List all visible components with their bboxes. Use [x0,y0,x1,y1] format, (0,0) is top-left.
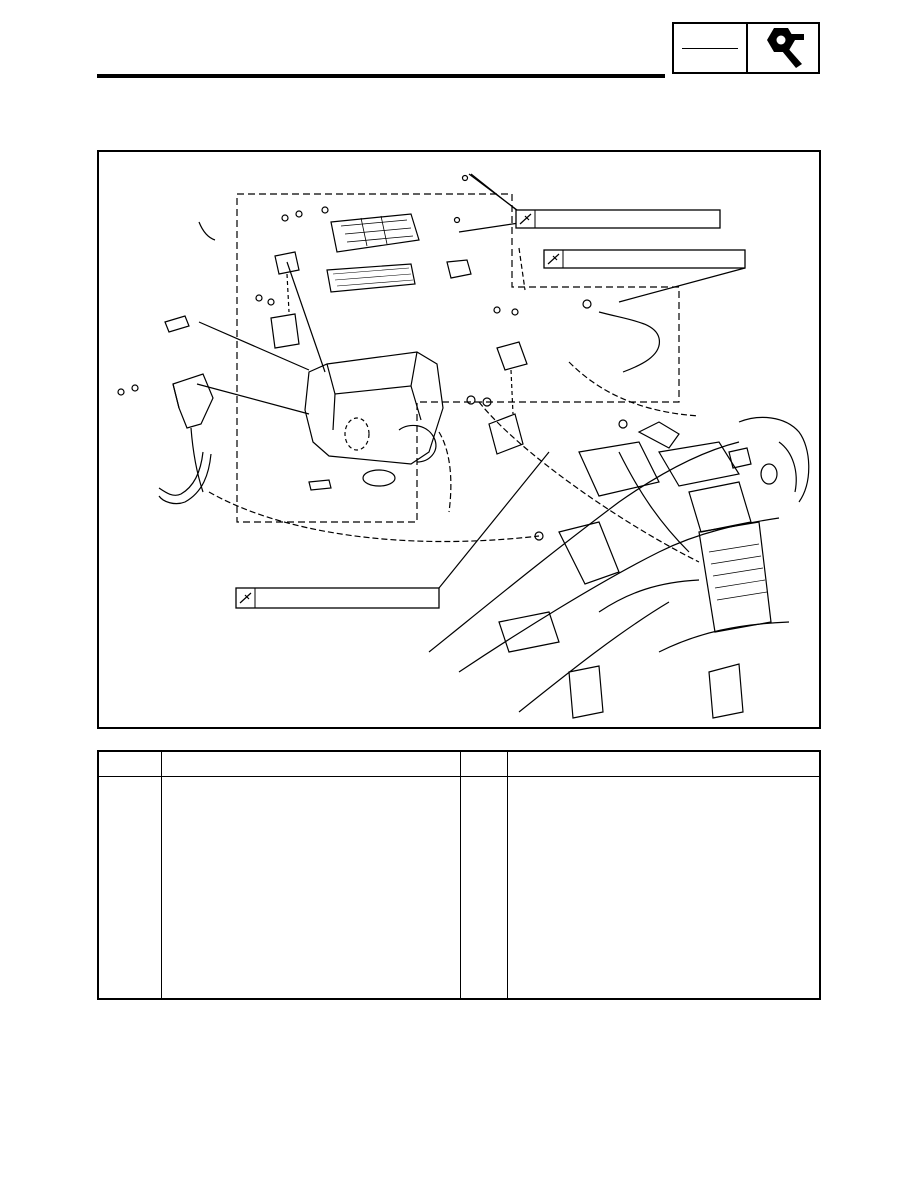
relay-left [274,251,300,275]
bracket-right [488,413,524,455]
air-box [304,351,444,465]
torque-callout-2 [543,249,746,269]
torque-wrench-icon [547,253,560,265]
torque-wrench-icon [239,592,252,604]
air-filter-element [326,263,416,293]
table-column-divider [161,752,162,998]
torque-callout-1 [515,209,721,229]
tool-icon-box [748,22,820,74]
wrench-icon [767,28,804,68]
relay-right-top [446,259,472,279]
diagram-illustration [117,173,810,719]
parts-table [97,750,821,1000]
intake-duct [172,373,214,429]
table-column-divider [460,752,461,998]
table-column-divider [507,752,508,998]
sensor-cable [598,311,660,373]
torque-callout-3 [235,587,440,609]
section-code-box [672,22,748,74]
table-header-rule [99,776,819,777]
header-rule [97,74,665,78]
exploded-diagram [97,150,821,729]
filter-cover [330,213,420,253]
relay-right [496,341,528,371]
assembly-outline [236,193,680,523]
bracket-left [270,313,300,349]
section-code-rule [682,48,738,49]
torque-wrench-icon [519,213,532,225]
